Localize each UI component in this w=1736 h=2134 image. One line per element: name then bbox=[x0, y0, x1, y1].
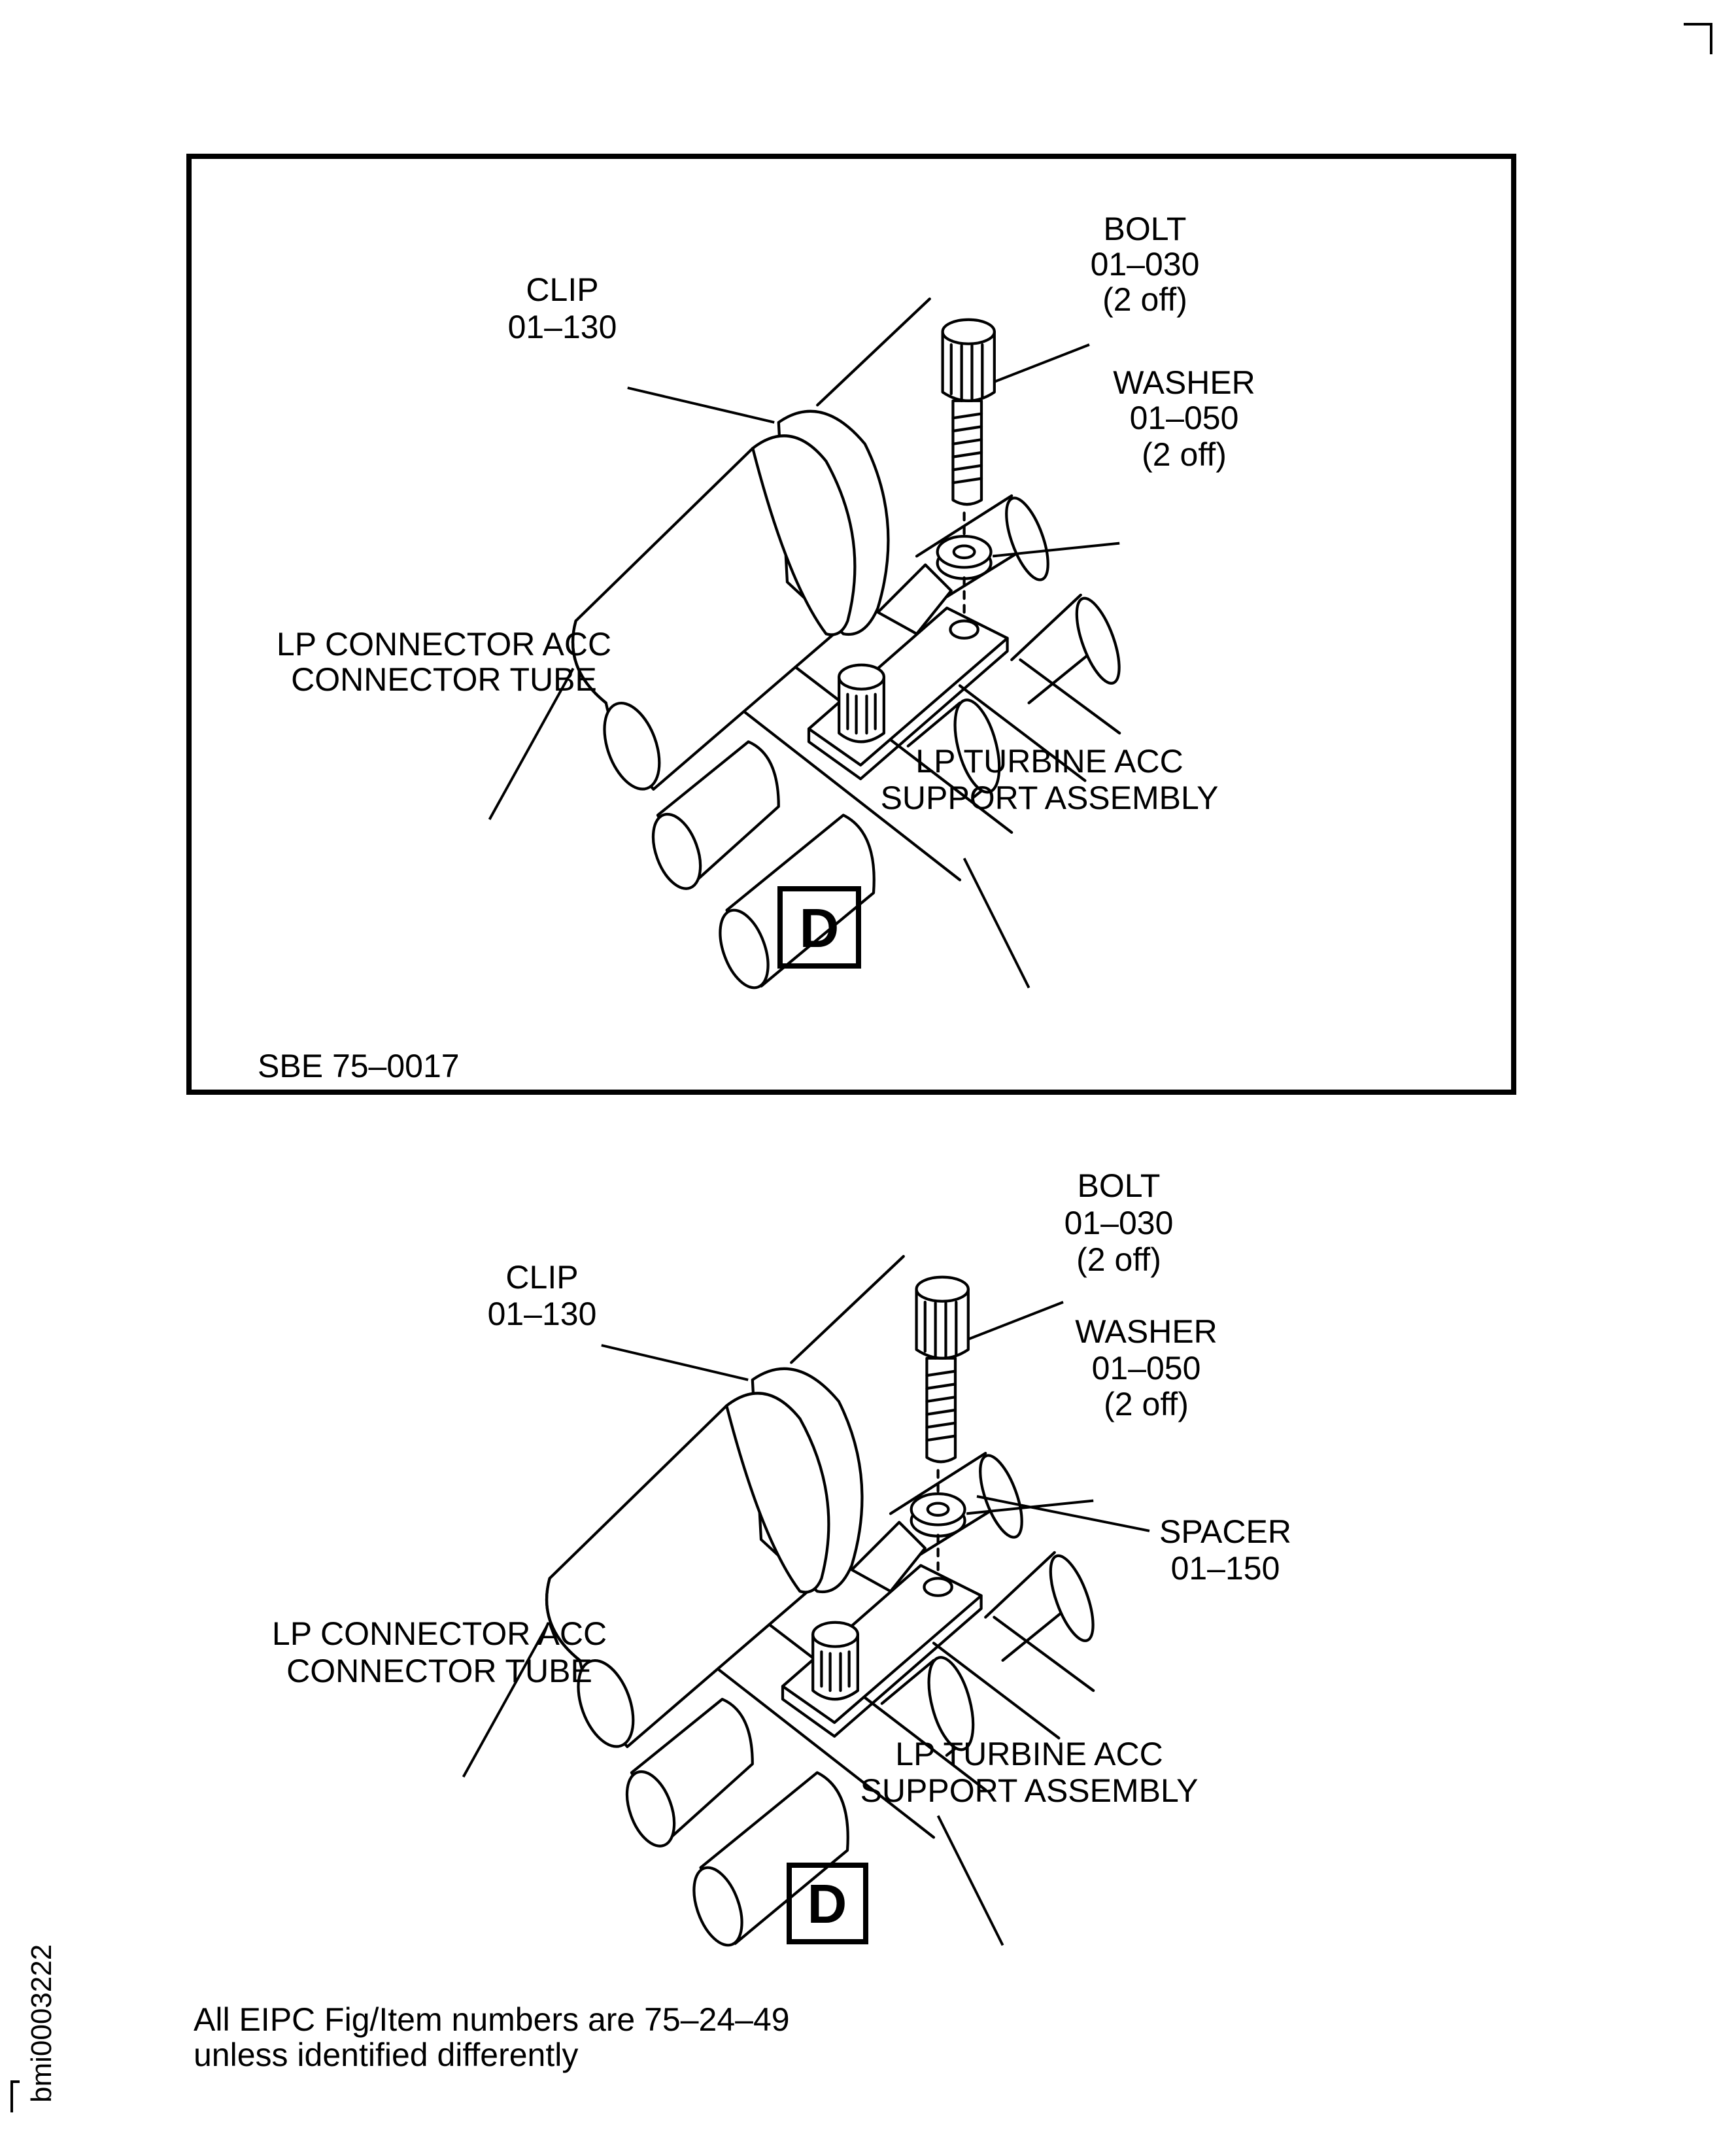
spacer-item-number: 01–150 bbox=[1171, 1550, 1280, 1587]
connector-label-line1: LP CONNECTOR ACC bbox=[272, 1615, 607, 1652]
support-label-line2: SUPPORT ASSEMBLY bbox=[881, 780, 1219, 816]
washer-label: WASHER bbox=[1113, 364, 1255, 401]
bolt-label: BOLT bbox=[1078, 1167, 1161, 1204]
washer-quantity: (2 off) bbox=[1142, 436, 1227, 473]
assembly-drawing bbox=[462, 1256, 1150, 1952]
spacer-label: SPACER bbox=[1159, 1513, 1291, 1550]
support-label-line1: LP TURBINE ACC bbox=[915, 743, 1183, 780]
drawing-id-text: bmi0003222 bbox=[26, 1944, 58, 2103]
connector-label-line2: CONNECTOR TUBE bbox=[286, 1653, 592, 1689]
bolt-quantity: (2 off) bbox=[1076, 1241, 1161, 1278]
washer-item-number: 01–050 bbox=[1130, 400, 1239, 436]
figure-top: BOLT 01–030 (2 off) CLIP 01–130 WASHER 0… bbox=[186, 154, 1516, 1095]
bolt-item-number: 01–030 bbox=[1064, 1205, 1174, 1241]
clip-label: CLIP bbox=[526, 271, 598, 308]
view-letter: D bbox=[800, 897, 840, 959]
footnote-line1: All EIPC Fig/Item numbers are 75–24–49 bbox=[194, 2001, 790, 2038]
drawing-id: bmi0003222 bbox=[10, 1944, 58, 2112]
bolt-quantity: (2 off) bbox=[1102, 281, 1187, 318]
connector-label-line2: CONNECTOR TUBE bbox=[291, 661, 597, 698]
connector-label-line1: LP CONNECTOR ACC bbox=[277, 626, 611, 663]
bolt-label: BOLT bbox=[1104, 211, 1187, 247]
support-label-line2: SUPPORT ASSEMBLY bbox=[860, 1772, 1199, 1809]
washer-label: WASHER bbox=[1075, 1313, 1217, 1350]
support-label-line1: LP TURBINE ACC bbox=[895, 1736, 1163, 1772]
figure-reference: SBE 75–0017 bbox=[258, 1048, 460, 1084]
washer-item-number: 01–050 bbox=[1092, 1350, 1201, 1386]
clip-item-number: 01–130 bbox=[508, 309, 617, 345]
bolt-item-number: 01–030 bbox=[1091, 246, 1200, 283]
view-letter-box bbox=[787, 1863, 868, 1944]
assembly-drawing bbox=[488, 299, 1128, 994]
figure-bottom: BOLT 01–030 (2 off) CLIP 01–130 WASHER 0… bbox=[272, 1167, 1291, 1952]
view-letter: D bbox=[808, 1873, 847, 1935]
washer-quantity: (2 off) bbox=[1104, 1386, 1189, 1422]
clip-label: CLIP bbox=[505, 1259, 578, 1296]
figure-frame bbox=[186, 154, 1516, 1095]
clip-item-number: 01–130 bbox=[488, 1296, 597, 1332]
footnote-line2: unless identified differently bbox=[194, 2037, 578, 2073]
crop-mark bbox=[1684, 23, 1712, 54]
view-letter-box bbox=[777, 886, 861, 969]
